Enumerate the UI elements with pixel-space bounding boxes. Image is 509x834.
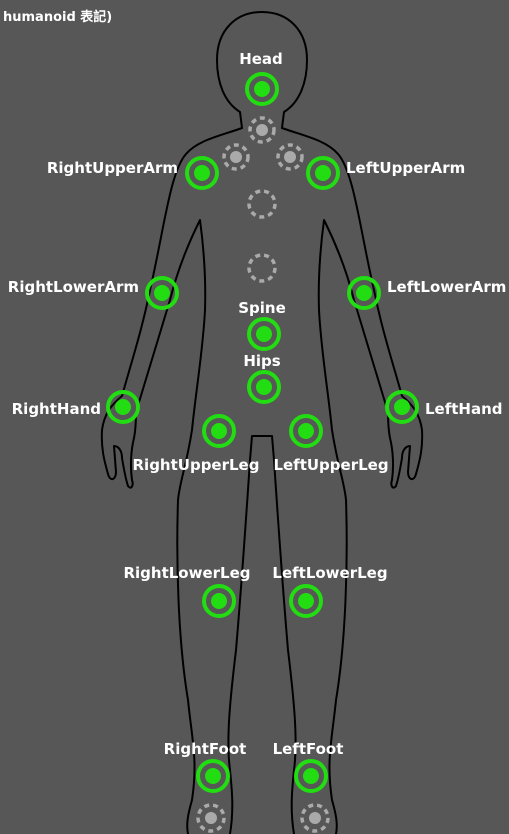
- label-left-lower-arm: LeftLowerArm: [387, 278, 506, 296]
- left-shoulder-dot: [284, 151, 296, 163]
- label-right-foot: RightFoot: [164, 740, 247, 758]
- bone-labels: Head RightUpperArm LeftUpperArm RightLow…: [8, 50, 507, 758]
- label-left-foot: LeftFoot: [273, 740, 344, 758]
- active-joints: [108, 74, 417, 791]
- label-right-lower-arm: RightLowerArm: [8, 278, 139, 296]
- left-upper-arm-joint-marker[interactable]: [308, 158, 338, 188]
- left-toes-dot: [309, 812, 321, 824]
- head-joint-marker[interactable]: [247, 74, 277, 104]
- right-foot-joint-marker[interactable]: [198, 761, 228, 791]
- label-left-upper-arm: LeftUpperArm: [346, 159, 465, 177]
- label-left-hand: LeftHand: [425, 400, 503, 418]
- torso-arms-outline: [102, 128, 242, 834]
- right-upper-leg-joint-marker[interactable]: [204, 416, 234, 446]
- neck-dot: [256, 124, 268, 136]
- left-upper-leg-joint-marker[interactable]: [291, 416, 321, 446]
- chest-joint-marker[interactable]: [249, 255, 275, 281]
- inner-legs-outline: [228, 436, 295, 834]
- right-toes-dot: [205, 812, 217, 824]
- right-lower-leg-joint-marker[interactable]: [204, 586, 234, 616]
- inactive-joints: [198, 118, 328, 831]
- head-outline: [217, 12, 307, 128]
- spine-joint-marker[interactable]: [249, 319, 279, 349]
- right-shoulder-dot: [230, 151, 242, 163]
- label-right-lower-leg: RightLowerLeg: [123, 564, 250, 582]
- right-upper-arm-joint-marker[interactable]: [187, 158, 217, 188]
- label-right-upper-leg: RightUpperLeg: [133, 456, 260, 474]
- inactive-joint-dots: [205, 124, 321, 824]
- label-right-hand: RightHand: [12, 400, 101, 418]
- label-head: Head: [239, 50, 283, 68]
- label-hips: Hips: [243, 352, 280, 370]
- label-left-lower-leg: LeftLowerLeg: [272, 564, 387, 582]
- label-spine: Spine: [238, 299, 286, 317]
- label-left-upper-leg: LeftUpperLeg: [273, 456, 388, 474]
- label-right-upper-arm: RightUpperArm: [47, 159, 178, 177]
- left-foot-joint-marker[interactable]: [296, 761, 326, 791]
- right-hand-joint-marker[interactable]: [108, 392, 138, 422]
- hips-joint-marker[interactable]: [249, 372, 279, 402]
- left-lower-leg-joint-marker[interactable]: [291, 586, 321, 616]
- upper-chest-joint-marker[interactable]: [249, 191, 275, 217]
- torso-arms-outline-right: [282, 128, 422, 834]
